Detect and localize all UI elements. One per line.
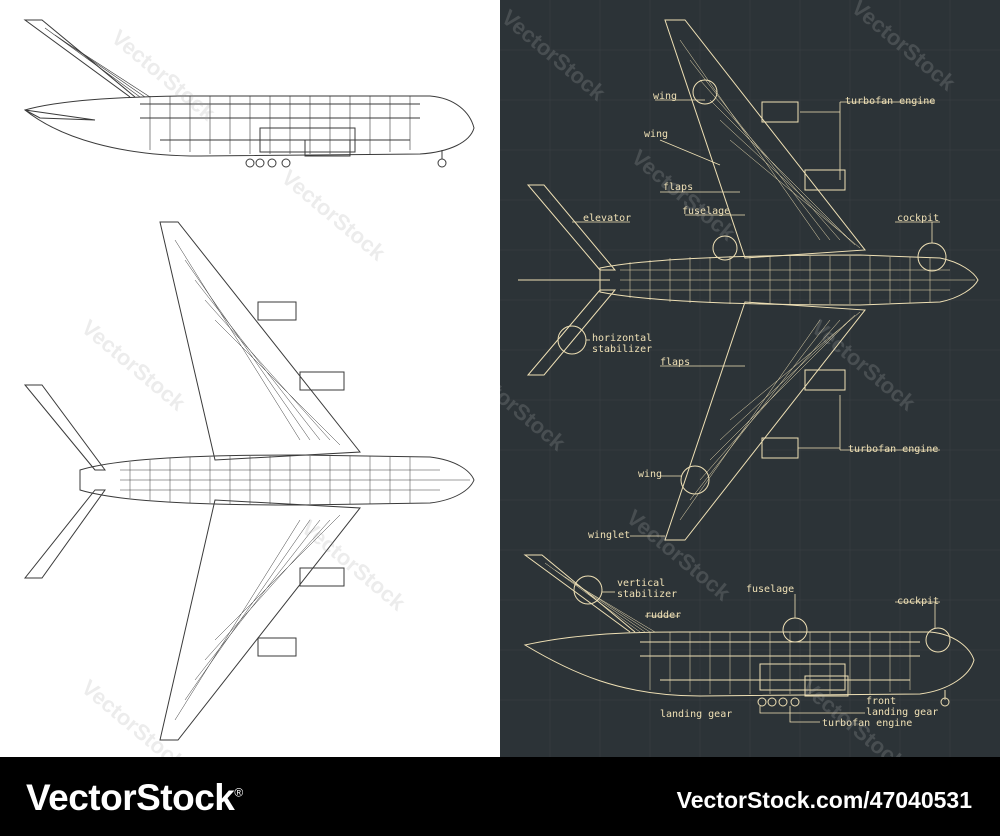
watermark: VectorStock: [807, 315, 921, 416]
watermark: VectorStock: [107, 25, 221, 126]
watermark: VectorStock: [500, 5, 611, 106]
watermark: VectorStock: [297, 515, 411, 616]
label-wing-top: wing: [653, 91, 677, 102]
part-labels: wing turbofan engine wing flaps fuselage…: [583, 91, 939, 729]
dark-drawings: wing turbofan engine wing flaps fuselage…: [500, 0, 1000, 757]
label-vertical-stabilizer-line1: vertical: [617, 578, 665, 589]
label-cockpit-top: cockpit: [897, 213, 939, 224]
brand-logo: VectorStock®: [26, 777, 243, 819]
side-view-dark: [523, 554, 975, 707]
watermark: VectorStock: [77, 675, 191, 757]
label-winglet: winglet: [588, 530, 630, 541]
label-wing-mid: wing: [644, 129, 668, 140]
label-wing-bottom: wing: [638, 469, 662, 480]
label-front-landing-gear-line2: landing gear: [866, 707, 938, 718]
registered-mark: ®: [234, 785, 243, 800]
label-horizontal-stabilizer-line1: horizontal: [592, 333, 652, 344]
label-turbofan-engine-top: turbofan engine: [845, 96, 935, 107]
label-flaps-top: flaps: [663, 182, 693, 193]
label-flaps-bottom: flaps: [660, 357, 690, 368]
label-rudder: rudder: [645, 610, 681, 621]
label-front-landing-gear-line1: front: [866, 696, 896, 707]
watermark: VectorStock: [500, 355, 571, 456]
light-drawings: VectorStock VectorStock VectorStock Vect…: [23, 19, 475, 757]
label-turbofan-engine-side: turbofan engine: [822, 718, 912, 729]
label-fuselage-top: fuselage: [682, 206, 730, 217]
image-id: VectorStock.com/47040531: [676, 787, 972, 813]
label-turbofan-engine-bottom: turbofan engine: [848, 444, 938, 455]
label-cockpit-side: cockpit: [897, 596, 939, 607]
label-horizontal-stabilizer-line2: stabilizer: [592, 344, 652, 355]
label-landing-gear: landing gear: [660, 709, 732, 720]
brand-name: VectorStock: [26, 777, 235, 818]
watermark: VectorStock: [277, 165, 391, 266]
leader-lines: [572, 99, 946, 723]
dark-blueprint-panel: wing turbofan engine wing flaps fuselage…: [500, 0, 1000, 757]
label-fuselage-side: fuselage: [746, 584, 794, 595]
watermark: VectorStock: [847, 0, 961, 96]
footer-bar: VectorStock® VectorStock.com/47040531: [0, 757, 1000, 836]
label-vertical-stabilizer-line2: stabilizer: [617, 589, 677, 600]
light-drawing-panel: VectorStock VectorStock VectorStock Vect…: [0, 0, 500, 757]
label-elevator: elevator: [583, 213, 631, 224]
side-view-light: [23, 19, 475, 168]
watermark: VectorStock: [77, 315, 191, 416]
top-view-light: [23, 221, 475, 741]
